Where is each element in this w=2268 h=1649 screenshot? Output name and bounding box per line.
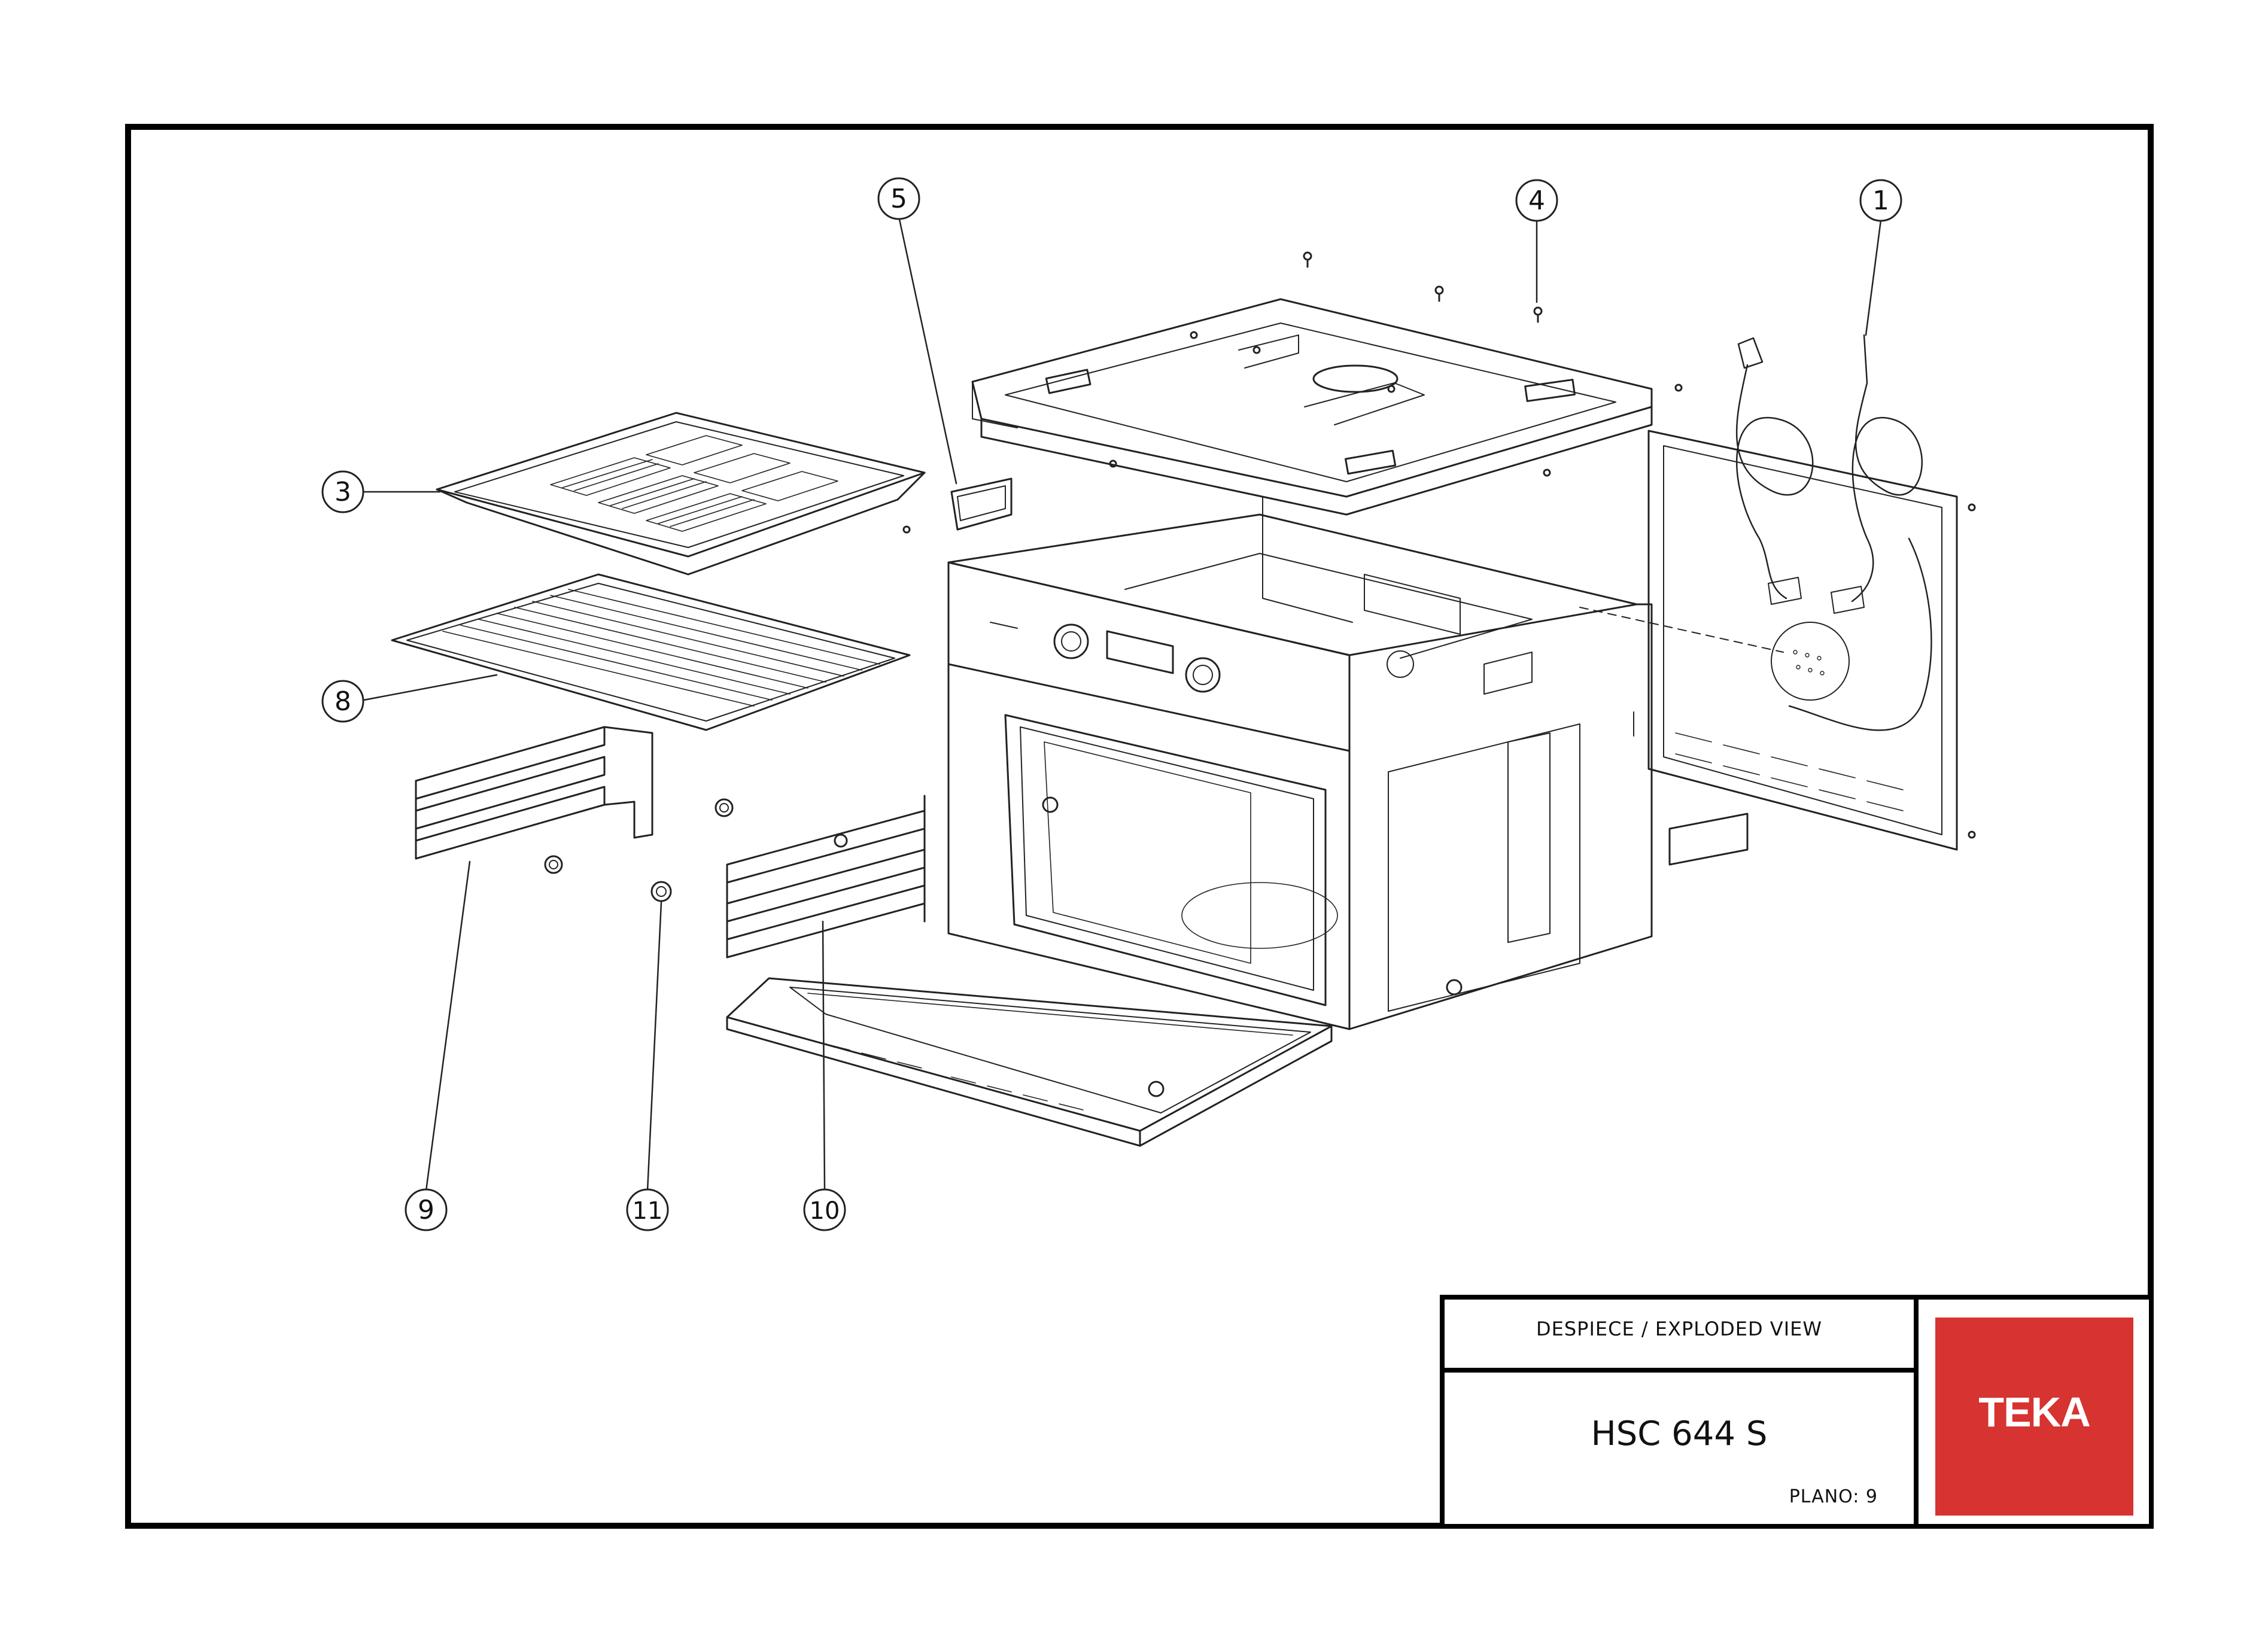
back-panel — [1647, 430, 1958, 866]
drawing-border — [125, 124, 2154, 1529]
callout-9-label: 9 — [418, 1195, 434, 1225]
logo-cell: TEKA — [1914, 1295, 2154, 1529]
callout-3: 3 — [321, 470, 364, 513]
callout-10-label: 10 — [810, 1197, 840, 1225]
callout-4-label: 4 — [1528, 185, 1545, 216]
drawing-title: DESPIECE / EXPLODED VIEW — [1536, 1318, 1822, 1340]
callout-10: 10 — [803, 1188, 846, 1231]
oven-door — [726, 977, 1333, 1147]
knobs — [544, 798, 734, 902]
callout-8-label: 8 — [335, 686, 351, 717]
leader-lines — [363, 215, 1882, 1192]
screws — [902, 251, 1976, 839]
teka-logo: TEKA — [1935, 1318, 2133, 1516]
callout-1-label: 1 — [1872, 185, 1889, 216]
callout-4: 4 — [1515, 179, 1558, 222]
callout-5: 5 — [877, 177, 920, 220]
top-cover-plate — [971, 298, 1653, 516]
wire-shelf — [391, 573, 911, 731]
handle-cover — [950, 477, 1013, 531]
baking-tray — [436, 412, 926, 576]
side-rack-right — [726, 795, 926, 959]
callout-11-label: 11 — [633, 1197, 663, 1225]
side-rack-left — [415, 726, 653, 860]
callout-1: 1 — [1859, 179, 1902, 222]
model-cell: HSC 644 S PLANO: 9 — [1440, 1368, 1919, 1529]
teka-logo-text: TEKA — [1978, 1389, 2091, 1435]
callout-11: 11 — [626, 1188, 669, 1231]
title-block: DESPIECE / EXPLODED VIEW HSC 644 S PLANO… — [1440, 1295, 2154, 1529]
plano-number: PLANO: 9 — [1789, 1486, 1878, 1507]
model-name: HSC 644 S — [1591, 1414, 1768, 1453]
assembly-guide-line — [1579, 607, 1784, 653]
oven-body — [947, 496, 1653, 1030]
callout-8: 8 — [321, 680, 364, 723]
callout-3-label: 3 — [335, 477, 351, 507]
callout-5-label: 5 — [890, 184, 907, 214]
callout-9: 9 — [405, 1188, 448, 1231]
title-cell: DESPIECE / EXPLODED VIEW — [1440, 1295, 1919, 1373]
power-cable — [1735, 334, 1932, 731]
